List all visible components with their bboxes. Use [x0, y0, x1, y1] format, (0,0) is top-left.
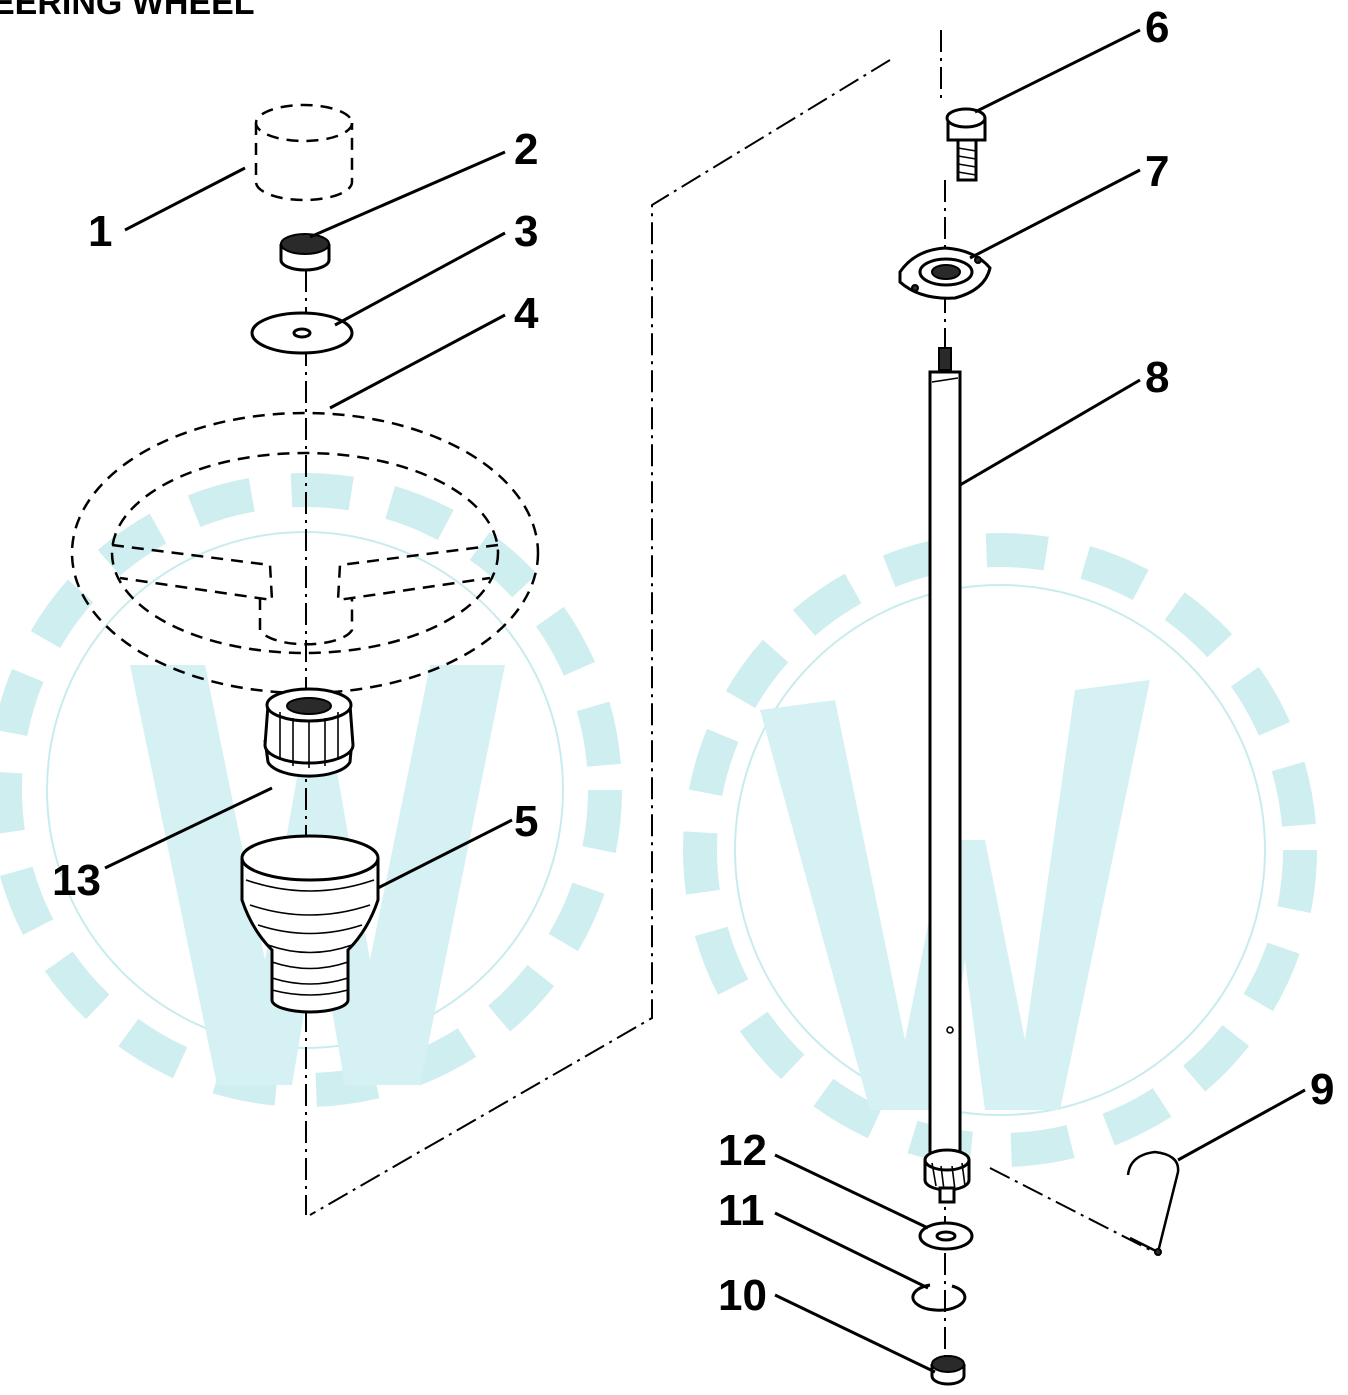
hub-part-13	[263, 687, 355, 778]
bracket-part-9	[1126, 1150, 1180, 1256]
cap-part-1	[254, 103, 354, 202]
retaining-ring-part-11	[911, 1283, 967, 1312]
callout-12: 12	[718, 1126, 767, 1175]
callout-2: 2	[514, 125, 538, 174]
boot-part-5	[240, 834, 380, 1014]
shaft-part-8	[923, 347, 971, 1204]
washer-part-12	[918, 1221, 974, 1251]
steering-wheel-part-4	[70, 411, 540, 695]
flange-part-7	[898, 246, 992, 300]
callout-6: 6	[1145, 3, 1169, 52]
nut-part-2	[279, 233, 331, 272]
callout-8: 8	[1145, 353, 1169, 402]
leader-lines	[104, 28, 1306, 1374]
callout-3: 3	[514, 207, 538, 256]
washer-part-3	[250, 311, 354, 355]
callout-7: 7	[1145, 147, 1169, 196]
callout-5: 5	[514, 797, 538, 846]
diagram-title: EERING WHEEL	[0, 0, 255, 22]
callout-11: 11	[718, 1186, 765, 1235]
callout-4: 4	[514, 289, 539, 338]
callout-13: 13	[52, 856, 101, 905]
callout-1: 1	[88, 207, 112, 256]
callout-10: 10	[718, 1271, 767, 1320]
bolt-part-6	[945, 107, 987, 182]
callout-9: 9	[1310, 1065, 1334, 1114]
reference-panel	[309, 30, 1161, 1256]
watermark-logo-right	[683, 533, 1317, 1167]
nut-part-10	[930, 1355, 966, 1386]
